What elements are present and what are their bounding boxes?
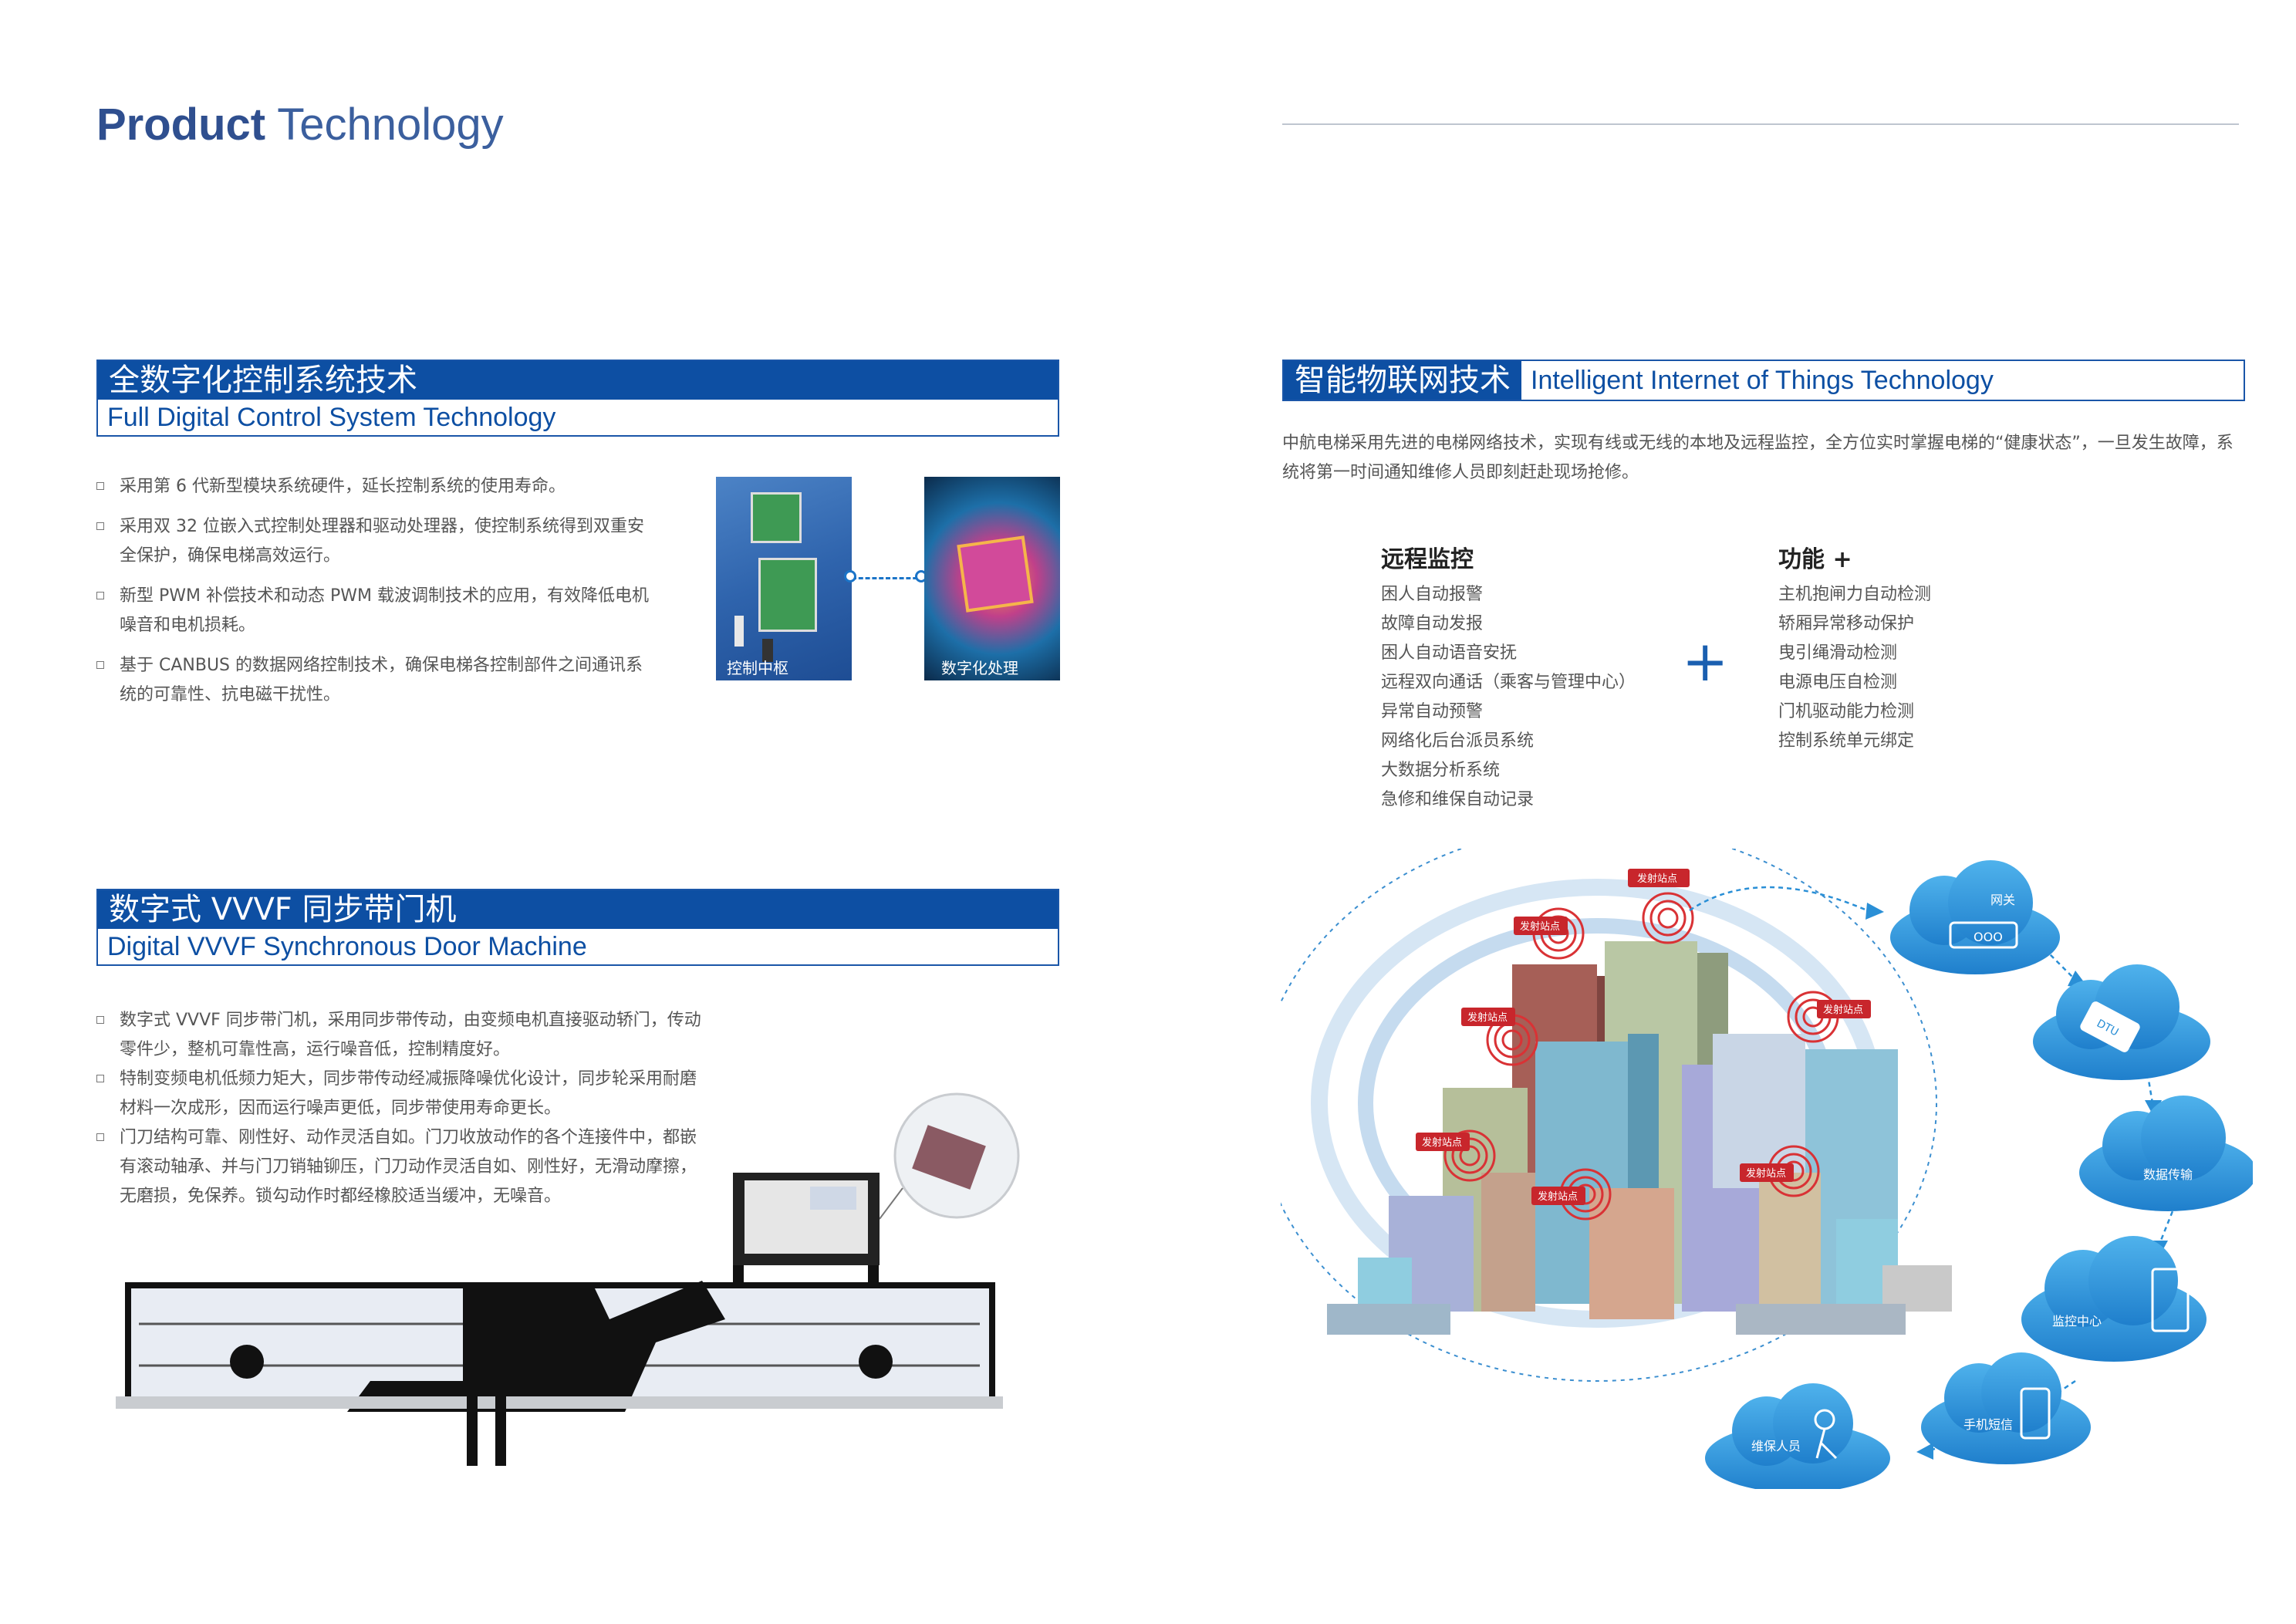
zoom-chip-callout bbox=[879, 1092, 1020, 1220]
cloud-maintenance: 维保人员 bbox=[1705, 1383, 1890, 1489]
tag-label: 发射站点 bbox=[1823, 1004, 1863, 1016]
list-item: 曳引绳滑动检测 bbox=[1778, 643, 1898, 663]
list-item: 急修和维保自动记录 bbox=[1381, 790, 1535, 809]
cloud-label-data: 数据传输 bbox=[2143, 1167, 2193, 1182]
cloud-gateway: OOO 网关 bbox=[1890, 860, 2060, 974]
list-item: 网络化后台派员系统 bbox=[1381, 731, 1535, 751]
tag-label: 发射站点 bbox=[1422, 1136, 1462, 1149]
list-item: 异常自动预警 bbox=[1381, 702, 1484, 721]
list-item: 困人自动报警 bbox=[1381, 585, 1484, 604]
section3-title-en: Intelligent Internet of Things Technolog… bbox=[1531, 366, 1994, 395]
section2-title-en: Digital VVVF Synchronous Door Machine bbox=[107, 932, 587, 961]
list-item: 门刀结构可靠、刚性好、动作灵活自如。门刀收放动作的各个连接件中，都嵌有滚动轴承、… bbox=[96, 1123, 702, 1211]
connector-line bbox=[852, 577, 924, 579]
page-title-bold: Product bbox=[96, 100, 266, 150]
list-item: 电源电压自检测 bbox=[1778, 673, 1898, 692]
page-title: Product Technology bbox=[96, 99, 504, 150]
section3-intro: 中航电梯采用先进的电梯网络技术，实现有线或无线的本地及远程监控，全方位实时掌握电… bbox=[1282, 434, 2234, 482]
orbit-ellipse bbox=[1281, 849, 1937, 1382]
list-item: 轿厢异常移动保护 bbox=[1778, 614, 1915, 633]
cloud-label-gateway: 网关 bbox=[1990, 893, 2015, 907]
list-item: 采用双 32 位嵌入式控制处理器和驱动处理器，使控制系统得到双重安全保护，确保电… bbox=[96, 512, 652, 571]
iot-diagram: 发射站点 发射站点 发射站点 发射站点 发射站点 发射站点 发射站点 OOO bbox=[1281, 849, 2253, 1489]
tag-label: 发射站点 bbox=[1467, 1011, 1508, 1024]
top-divider bbox=[1282, 123, 2239, 125]
list-item: 主机抱闸力自动检测 bbox=[1778, 585, 1932, 604]
cloud-data-transfer: 数据传输 bbox=[2079, 1096, 2253, 1211]
cloud-label-monitor: 监控中心 bbox=[2052, 1314, 2102, 1329]
signal-tags: 发射站点 发射站点 发射站点 发射站点 发射站点 发射站点 发射站点 bbox=[1416, 869, 1871, 1205]
tag-label: 发射站点 bbox=[1538, 1190, 1578, 1203]
cloud-label-maintenance: 维保人员 bbox=[1751, 1439, 1801, 1453]
functions-column: 功能 + 主机抱闸力自动检测 轿厢异常移动保护 曳引绳滑动检测 电源电压自检测 … bbox=[1778, 540, 2087, 756]
section1-bullets: 采用第 6 代新型模块系统硬件，延长控制系统的使用寿命。 采用双 32 位嵌入式… bbox=[96, 472, 652, 721]
section1-header: 全数字化控制系统技术 Full Digital Control System T… bbox=[96, 360, 1059, 437]
cloud-sms: 手机短信 bbox=[1921, 1352, 2091, 1464]
section3-title-cn: 智能物联网技术 bbox=[1284, 361, 1521, 400]
functions-title: 功能 + bbox=[1778, 546, 1852, 573]
section3-header: 智能物联网技术 Intelligent Internet of Things T… bbox=[1282, 360, 2245, 401]
flow-arrows bbox=[1689, 886, 2177, 1452]
list-item: 大数据分析系统 bbox=[1381, 761, 1501, 780]
section2-title-cn: 数字式 VVVF 同步带门机 bbox=[98, 890, 1058, 929]
control-hub-image: 控制中枢 bbox=[716, 477, 852, 680]
cloud-dtu: DTU bbox=[2033, 964, 2210, 1080]
list-item: 采用第 6 代新型模块系统硬件，延长控制系统的使用寿命。 bbox=[96, 472, 652, 501]
section1-title-cn: 全数字化控制系统技术 bbox=[98, 361, 1058, 400]
list-item: 门机驱动能力检测 bbox=[1778, 702, 1915, 721]
control-hub-label: 控制中枢 bbox=[727, 659, 788, 677]
digital-processing-image: 数字化处理 bbox=[924, 477, 1060, 680]
list-item: 新型 PWM 补偿技术和动态 PWM 载波调制技术的应用，有效降低电机噪音和电机… bbox=[96, 582, 652, 640]
tag-label: 发射站点 bbox=[1637, 873, 1677, 885]
remote-monitoring-column: 远程监控 困人自动报警 故障自动发报 困人自动语音安抚 远程双向通话（乘客与管理… bbox=[1381, 540, 1720, 815]
door-machine-image bbox=[116, 1092, 1020, 1466]
cloud-monitor-center: 监控中心 bbox=[2021, 1236, 2207, 1362]
page-title-light: Technology bbox=[277, 100, 504, 150]
cloud-label-sms: 手机短信 bbox=[1963, 1417, 2013, 1432]
list-item: 故障自动发报 bbox=[1381, 614, 1484, 633]
list-item: 困人自动语音安抚 bbox=[1381, 643, 1518, 663]
list-item: 数字式 VVVF 同步带门机，采用同步带传动，由变频电机直接驱动轿门，传动零件少… bbox=[96, 1006, 702, 1065]
section1-title-en: Full Digital Control System Technology bbox=[107, 403, 556, 432]
functions-list: 主机抱闸力自动检测 轿厢异常移动保护 曳引绳滑动检测 电源电压自检测 门机驱动能… bbox=[1778, 580, 2087, 756]
plus-icon: + bbox=[1682, 629, 1729, 694]
tag-label: 发射站点 bbox=[1520, 920, 1560, 933]
section2-bullets: 数字式 VVVF 同步带门机，采用同步带传动，由变频电机直接驱动轿门，传动零件少… bbox=[96, 1006, 702, 1211]
list-item: 基于 CANBUS 的数据网络控制技术，确保电梯各控制部件之间通讯系统的可靠性、… bbox=[96, 651, 652, 710]
list-item: 远程双向通话（乘客与管理中心） bbox=[1381, 673, 1636, 692]
digital-processing-label: 数字化处理 bbox=[941, 659, 1018, 677]
city-buildings bbox=[1327, 941, 1952, 1335]
section2-header: 数字式 VVVF 同步带门机 Digital VVVF Synchronous … bbox=[96, 889, 1059, 966]
remote-monitoring-title: 远程监控 bbox=[1381, 546, 1474, 573]
remote-monitoring-list: 困人自动报警 故障自动发报 困人自动语音安抚 远程双向通话（乘客与管理中心） 异… bbox=[1381, 580, 1720, 815]
list-item: 特制变频电机低频力矩大，同步带传动经减振降噪优化设计，同步轮采用耐磨材料一次成形… bbox=[96, 1065, 702, 1123]
gateway-digits: OOO bbox=[1974, 930, 2003, 944]
connector-node-left bbox=[844, 570, 856, 582]
list-item: 控制系统单元绑定 bbox=[1778, 731, 1915, 751]
tag-label: 发射站点 bbox=[1746, 1167, 1786, 1180]
